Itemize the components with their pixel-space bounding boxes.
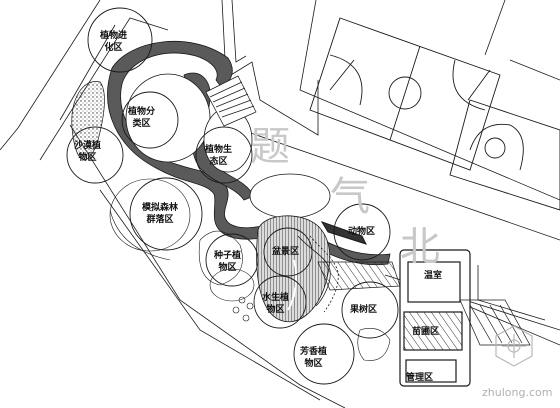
zone-label-management: 管理区 [406,373,434,383]
zone-circle [293,323,355,385]
zone-circle [263,227,313,277]
building-outline [241,129,560,241]
stair-block [205,75,257,127]
building-outline [299,0,560,201]
zone-circle [195,126,253,184]
zone-label-orchard: 果树区 [350,305,378,315]
building-outline [231,0,247,63]
zone-label-aquatic-plants: 水生植 物区 [262,293,290,315]
zone-circle [66,126,124,184]
boundary-line [39,17,169,161]
zone-label-plant-classification: 植物分 类区 [128,107,156,129]
zone-label-desert-plants: 沙漠植 物区 [74,141,102,163]
watermark-glyph: 北 [400,224,440,270]
zone-label-plant-evolution: 植物进 化区 [100,31,128,53]
boundary-line [59,24,116,121]
boundary-line [99,189,321,401]
zone-label-nursery: 苗圃区 [412,327,440,337]
boundary-line [17,0,101,129]
watermark-text: zhulong.com [482,386,553,399]
boundary-line [69,124,346,408]
zone-circle [253,275,307,329]
zone-circles [66,7,399,385]
zone-circle [341,281,399,339]
greenhouse-building [399,249,471,387]
walkway [317,261,401,291]
zone-circle [333,203,391,261]
desert-area [71,81,105,160]
dark-strip [320,221,367,245]
zone-label-seed-plants: 种子植 物区 [214,251,242,273]
basketball-court [309,17,501,171]
watermark-logo [495,325,533,367]
zone-circle [121,91,179,149]
zone-circle [205,233,259,287]
zone-circle [87,7,153,73]
zone-label-plant-ecology: 植物生 态区 [205,145,233,167]
watermark-glyph: 气 [330,174,370,220]
zone-label-bonsai: 盆景区 [272,247,300,257]
zone-circle [129,177,203,251]
zone-label-animal: 动物区 [348,227,376,237]
zone-label-greenhouse: 温室 [424,271,443,281]
zone-label-aromatic-plants: 芳香植 物区 [300,347,328,369]
watermark-glyph: 题 [250,124,290,170]
boundary-line [0,127,19,151]
zone-label-forest-community: 模拟森林 群落区 [142,203,179,225]
basketball-court [449,99,560,211]
